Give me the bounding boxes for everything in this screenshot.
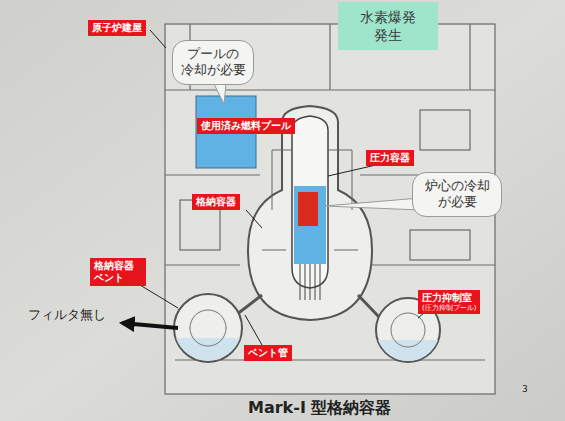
node-text: 格納容器 ベント — [94, 260, 142, 284]
node-text: 使用済み燃料プール — [201, 120, 291, 132]
containment-vessel — [248, 106, 372, 320]
node-text: 炉心の冷却 が必要 — [421, 178, 493, 211]
building-walls — [165, 24, 495, 394]
page-number: 3 — [522, 384, 528, 394]
node-text: ベント管 — [248, 347, 288, 359]
pressure-vessel — [292, 116, 328, 288]
piping — [262, 150, 358, 250]
figure-caption: Mark-I 型格納容器 — [248, 398, 391, 419]
note-label: フィルタ無し — [28, 306, 106, 324]
vent-pipe — [232, 295, 380, 318]
node-text: 圧力容器 — [370, 152, 410, 164]
node-text: (圧力抑制プール) — [422, 304, 476, 312]
core-water — [294, 186, 326, 264]
callout-tail — [324, 198, 420, 210]
part-label: ベント管 — [244, 345, 292, 361]
part-label: 圧力容器 — [366, 150, 414, 166]
callout-bubble: プールの 冷却が必要 — [172, 40, 254, 85]
part-label: 使用済み燃料プール — [197, 118, 295, 134]
node-text: 原子炉建屋 — [92, 22, 142, 34]
callout-tail — [214, 84, 226, 104]
node-text: プールの 冷却が必要 — [181, 46, 245, 79]
control-rods — [300, 264, 320, 300]
suppression-chamber — [174, 294, 440, 362]
part-label: 格納容器 ベント — [90, 258, 146, 286]
node-text: 圧力抑制室 — [422, 292, 476, 304]
part-label: 格納容器 — [192, 194, 240, 210]
part-label: 圧力抑制室(圧力抑制プール) — [418, 290, 480, 314]
leader-line — [140, 30, 430, 345]
callout-bubble: 炉心の冷却 が必要 — [412, 172, 502, 217]
node-text: 水素爆発 発生 — [348, 8, 428, 44]
fuel-rods — [298, 192, 318, 226]
node-text: 格納容器 — [196, 196, 236, 208]
building-label: 原子炉建屋 — [88, 20, 146, 36]
vent-arrow — [122, 323, 178, 328]
event-box: 水素爆発 発生 — [338, 2, 438, 50]
